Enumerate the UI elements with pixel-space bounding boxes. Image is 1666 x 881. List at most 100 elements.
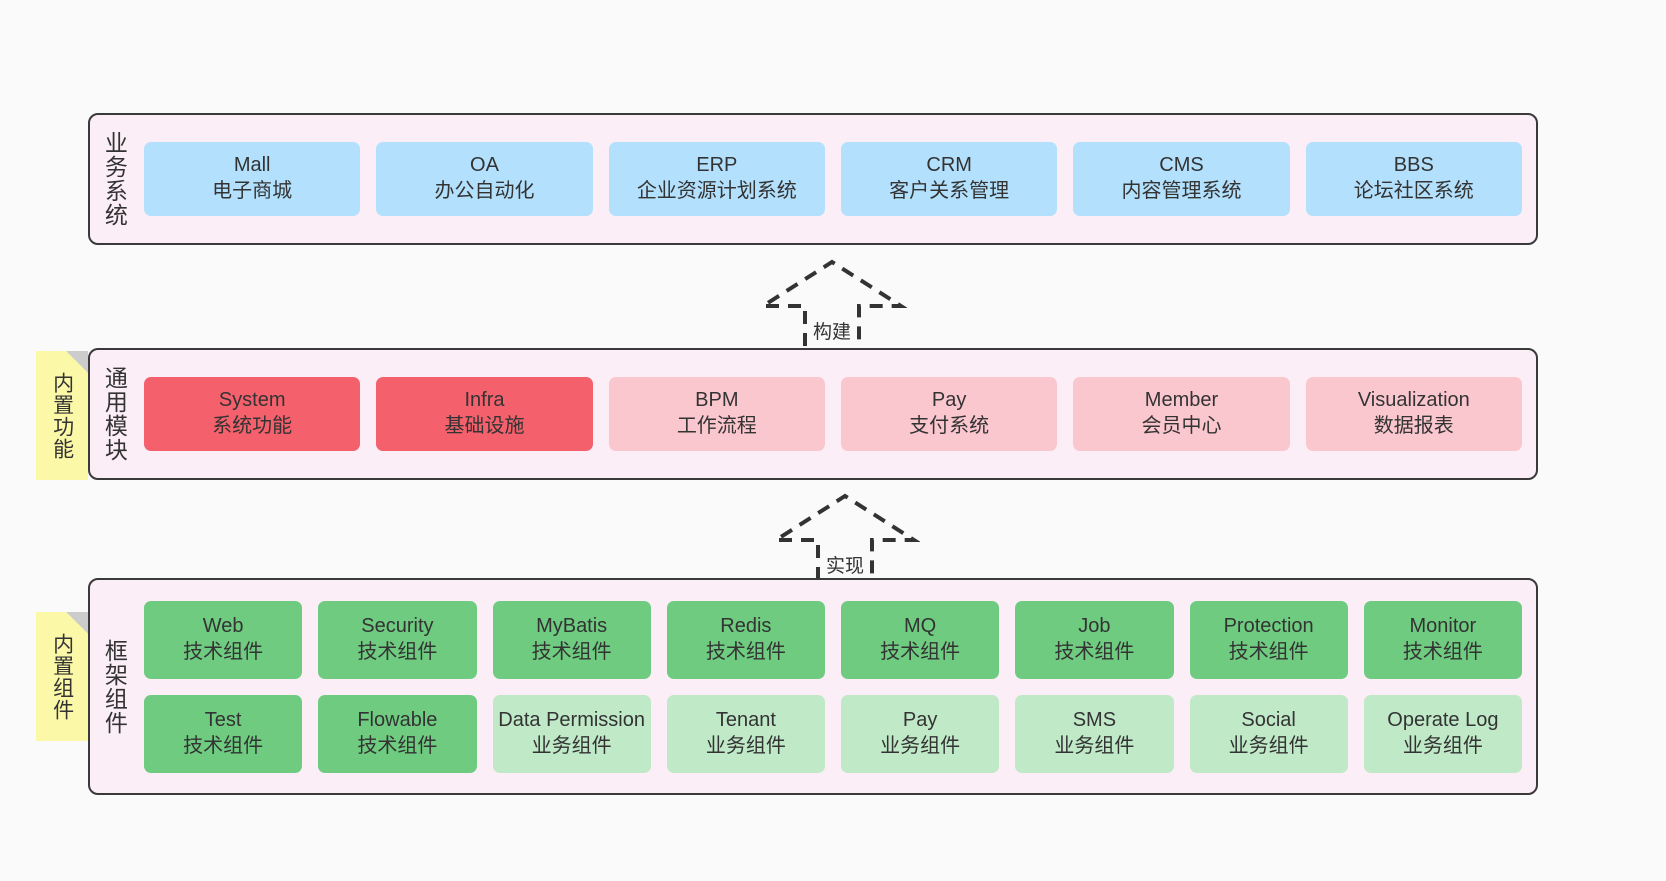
node-name: ERP	[696, 154, 738, 177]
node-desc: 技术组件	[1054, 640, 1135, 663]
node-name: Security	[361, 614, 434, 637]
node-mq[interactable]: MQ 技术组件	[841, 600, 1000, 679]
arrow-implement: 实现	[770, 492, 920, 582]
node-desc: 技术组件	[357, 734, 438, 757]
node-row: System 系统功能 Infra 基础设施 BPM 工作流程 Pay 支付系统…	[144, 377, 1522, 451]
node-erp[interactable]: ERP 企业资源计划系统	[608, 142, 825, 216]
node-desc: 技术组件	[1402, 640, 1483, 663]
node-name: SMS	[1072, 708, 1117, 731]
node-desc: 会员中心	[1141, 415, 1222, 437]
node-pay-component[interactable]: Pay 业务组件	[841, 694, 1000, 773]
node-name: Monitor	[1409, 614, 1477, 637]
node-data-permission[interactable]: Data Permission 业务组件	[492, 694, 651, 773]
node-name: Mall	[233, 154, 271, 177]
node-name: MyBatis	[536, 614, 608, 637]
node-desc: 业务组件	[1054, 734, 1135, 757]
node-mybatis[interactable]: MyBatis 技术组件	[492, 600, 651, 679]
node-name: Protection	[1223, 614, 1314, 637]
node-name: Job	[1078, 614, 1111, 637]
node-operate-log[interactable]: Operate Log 业务组件	[1363, 694, 1522, 773]
node-redis[interactable]: Redis 技术组件	[666, 600, 825, 679]
node-tenant[interactable]: Tenant 业务组件	[666, 694, 825, 773]
layer-framework-components: 框架组件 Web 技术组件 Security 技术组件 MyBatis 技术组件…	[88, 578, 1538, 795]
node-bbs[interactable]: BBS 论坛社区系统	[1305, 142, 1522, 216]
node-row: Web 技术组件 Security 技术组件 MyBatis 技术组件 Redi…	[144, 600, 1522, 679]
node-name: OA	[470, 154, 499, 177]
node-name: Member	[1144, 389, 1219, 412]
node-desc: 系统功能	[212, 415, 293, 437]
node-row: Mall 电子商城 OA 办公自动化 ERP 企业资源计划系统 CRM 客户关系…	[144, 142, 1522, 216]
layer-business-system: 业务系统 Mall 电子商城 OA 办公自动化 ERP 企业资源计划系统 CRM…	[88, 113, 1538, 245]
node-desc: 企业资源计划系统	[636, 180, 797, 202]
node-desc: 支付系统	[909, 415, 990, 437]
node-desc: 基础设施	[444, 415, 525, 437]
node-infra[interactable]: Infra 基础设施	[376, 377, 593, 451]
layer-title-business-system: 业务系统	[101, 131, 128, 227]
node-protection[interactable]: Protection 技术组件	[1189, 600, 1348, 679]
node-desc: 技术组件	[880, 640, 961, 663]
node-name: CRM	[926, 154, 972, 177]
node-name: Infra	[464, 389, 505, 412]
node-desc: 内容管理系统	[1121, 180, 1242, 202]
node-name: BPM	[695, 389, 739, 412]
node-name: Pay	[931, 389, 967, 412]
node-name: BBS	[1393, 154, 1434, 177]
node-desc: 技术组件	[531, 640, 612, 663]
layer-title-framework-components: 框架组件	[101, 638, 128, 735]
node-web[interactable]: Web 技术组件	[144, 600, 303, 679]
node-desc: 技术组件	[183, 734, 264, 757]
node-desc: 技术组件	[183, 640, 264, 663]
node-desc: 工作流程	[676, 415, 757, 437]
node-visualization[interactable]: Visualization 数据报表	[1305, 377, 1522, 451]
node-security[interactable]: Security 技术组件	[318, 600, 477, 679]
node-row: Test 技术组件 Flowable 技术组件 Data Permission …	[144, 694, 1522, 773]
node-desc: 论坛社区系统	[1353, 180, 1474, 202]
node-desc: 数据报表	[1373, 415, 1454, 437]
node-bpm[interactable]: BPM 工作流程	[608, 377, 825, 451]
node-name: MQ	[904, 614, 937, 637]
arrow-build: 构建	[757, 258, 907, 348]
node-desc: 业务组件	[531, 734, 612, 757]
node-desc: 技术组件	[357, 640, 438, 663]
node-job[interactable]: Job 技术组件	[1015, 600, 1174, 679]
node-pay-module[interactable]: Pay 支付系统	[840, 377, 1058, 451]
layer-title-general-modules: 通用模块	[101, 366, 128, 462]
node-name: Social	[1241, 708, 1296, 731]
note-builtin-features: 内置功能	[36, 351, 88, 480]
node-social[interactable]: Social 业务组件	[1189, 694, 1348, 773]
node-crm[interactable]: CRM 客户关系管理	[840, 142, 1058, 216]
node-monitor[interactable]: Monitor 技术组件	[1363, 600, 1522, 679]
node-name: CMS	[1159, 154, 1204, 177]
node-name: Pay	[902, 708, 938, 731]
layer-body-business-system: Mall 电子商城 OA 办公自动化 ERP 企业资源计划系统 CRM 客户关系…	[138, 115, 1536, 243]
node-sms[interactable]: SMS 业务组件	[1015, 694, 1174, 773]
node-desc: 业务组件	[880, 734, 961, 757]
node-flowable[interactable]: Flowable 技术组件	[318, 694, 477, 773]
node-desc: 客户关系管理	[889, 180, 1010, 202]
layer-body-framework-components: Web 技术组件 Security 技术组件 MyBatis 技术组件 Redi…	[138, 580, 1536, 793]
arrow-up-icon	[757, 259, 907, 346]
node-test[interactable]: Test 技术组件	[144, 694, 303, 773]
node-mall[interactable]: Mall 电子商城	[144, 142, 361, 216]
node-cms[interactable]: CMS 内容管理系统	[1073, 142, 1290, 216]
node-name: Flowable	[357, 708, 438, 731]
node-name: System	[218, 389, 286, 412]
note-label: 内置组件	[50, 632, 74, 721]
node-name: Data Permission	[498, 708, 645, 731]
node-name: Web	[202, 614, 244, 637]
layer-body-general-modules: System 系统功能 Infra 基础设施 BPM 工作流程 Pay 支付系统…	[138, 350, 1536, 478]
node-name: Operate Log	[1387, 708, 1499, 731]
node-name: Test	[204, 708, 242, 731]
node-desc: 电子商城	[212, 180, 293, 202]
node-system[interactable]: System 系统功能	[144, 377, 361, 451]
node-name: Visualization	[1357, 389, 1470, 412]
arrow-up-icon	[770, 493, 920, 580]
layer-general-modules: 通用模块 System 系统功能 Infra 基础设施 BPM 工作流程 Pay…	[88, 348, 1538, 480]
node-oa[interactable]: OA 办公自动化	[376, 142, 593, 216]
node-name: Tenant	[715, 708, 776, 731]
node-member[interactable]: Member 会员中心	[1073, 377, 1290, 451]
node-desc: 业务组件	[705, 734, 786, 757]
node-desc: 技术组件	[1228, 640, 1309, 663]
node-name: Redis	[720, 614, 772, 637]
